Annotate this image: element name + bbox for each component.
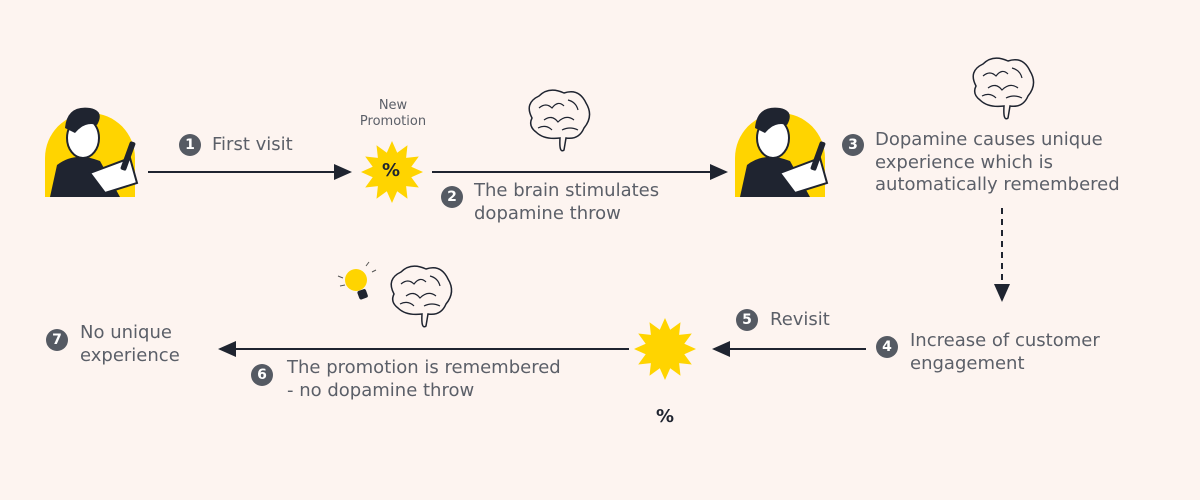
step-6-text: The promotion is remembered- no dopamine…: [287, 357, 561, 402]
step-badge: 6: [251, 364, 273, 386]
step-badge: 4: [876, 336, 898, 358]
text-line: No unique: [80, 322, 172, 343]
step-badge: 3: [842, 134, 864, 156]
text-line: dopamine throw: [474, 202, 621, 224]
brain-icon: [390, 265, 453, 328]
step-5-text: Revisit: [770, 309, 830, 332]
text-line: The brain stimulates: [474, 180, 660, 201]
text-line: The promotion is remembered: [287, 357, 561, 378]
step-badge: 5: [736, 309, 758, 331]
label-line: Promotion: [359, 114, 427, 129]
step-badge: 7: [46, 329, 68, 351]
person-phone-icon: [735, 107, 829, 197]
label-line: New: [378, 98, 408, 113]
step-1-text: First visit: [212, 134, 293, 157]
step-badge: 2: [441, 186, 463, 208]
text-line: Increase of customer: [910, 330, 1100, 351]
percent-label: %: [656, 406, 675, 427]
lightbulb-icon: [337, 261, 377, 300]
promotion-star-icon: [361, 141, 423, 203]
step-badge: 1: [179, 134, 201, 156]
brain-icon: [528, 89, 591, 152]
text-line: - no dopamine throw: [287, 379, 475, 401]
text-line: automatically remembered: [875, 174, 1120, 195]
text-line: engagement: [910, 352, 1025, 374]
revisit-star-icon: [634, 318, 696, 380]
percent-label: %: [382, 160, 401, 181]
brain-icon: [972, 57, 1035, 120]
text-line: Revisit: [770, 309, 830, 330]
text-line: experience: [80, 344, 180, 366]
text-line: experience which is: [875, 151, 1054, 173]
text-line: Dopamine causes unique: [875, 129, 1103, 150]
text-line: First visit: [212, 134, 293, 155]
person-phone-icon: [45, 107, 139, 197]
